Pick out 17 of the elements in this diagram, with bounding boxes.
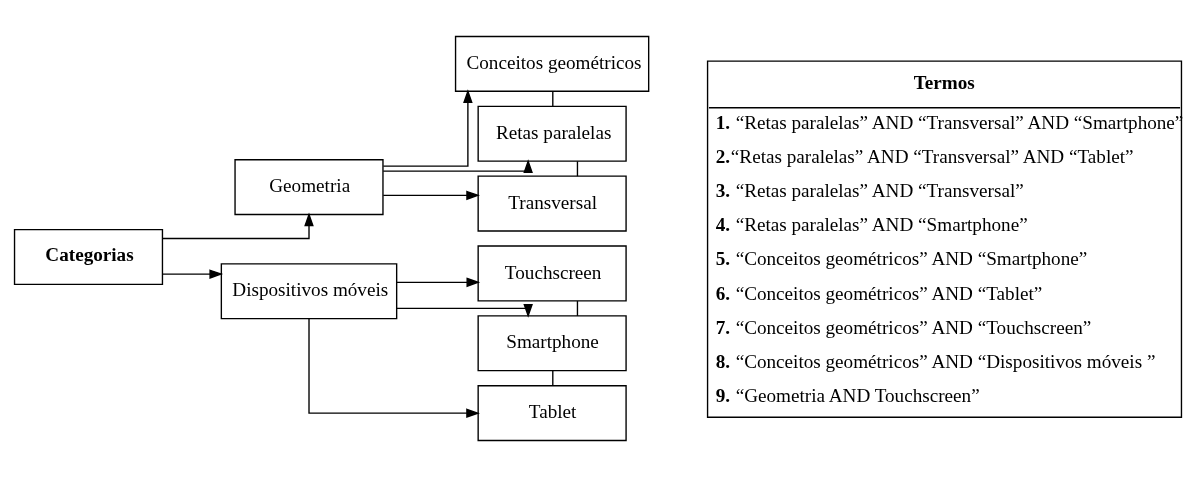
node-box: Transversal bbox=[477, 175, 627, 232]
node-box: Conceitos geométricos bbox=[454, 35, 650, 92]
node-box: Retas paralelas bbox=[477, 105, 627, 162]
arrow bbox=[161, 269, 224, 279]
node-box: Categorias bbox=[13, 228, 164, 286]
arrow bbox=[382, 159, 533, 173]
node-box: Tablet bbox=[477, 385, 627, 442]
arrow bbox=[382, 89, 473, 167]
arrow bbox=[308, 318, 480, 418]
node-box: Touchscreen bbox=[477, 245, 627, 302]
arrow bbox=[396, 277, 481, 288]
node-box: Geometria bbox=[234, 159, 384, 216]
arrow bbox=[396, 304, 533, 318]
arrow bbox=[161, 212, 314, 240]
arrow bbox=[382, 190, 480, 201]
node-box: Dispositivos móveis bbox=[220, 263, 398, 320]
node-box: Smartphone bbox=[477, 315, 627, 372]
